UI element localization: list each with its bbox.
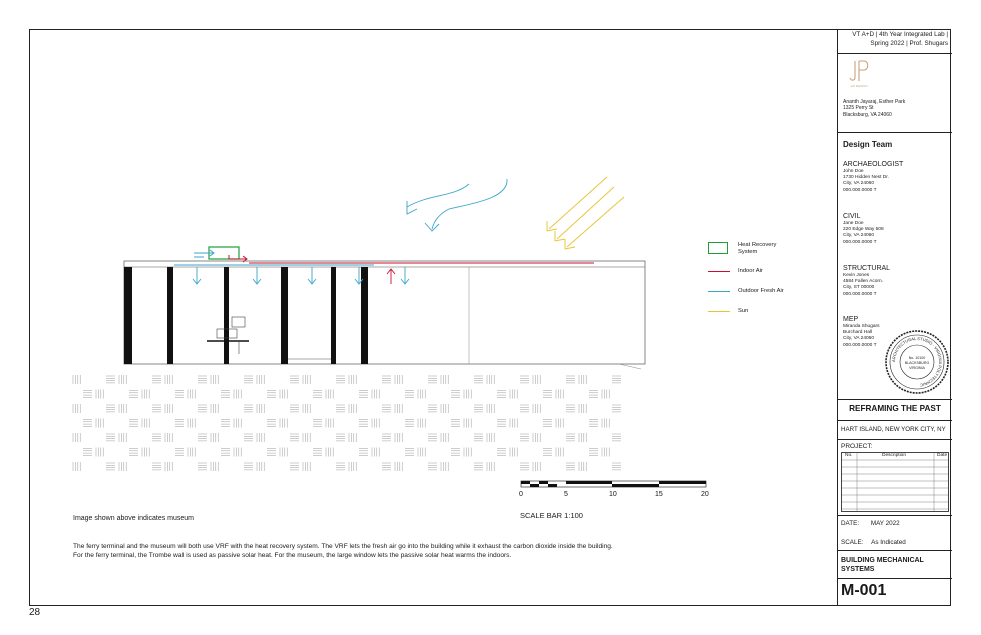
team-line: City, VA 24060 [843, 181, 875, 187]
rev-header-date: Date [937, 453, 948, 458]
legend-label: Outdoor Fresh Air [738, 288, 784, 294]
address-line: Ananth Jayaraj, Esther Park [843, 99, 906, 105]
team-line: City, ST 00000 [843, 285, 875, 291]
address-line: 1325 Perry St [843, 105, 874, 112]
date-value: MAY 2022 [870, 520, 900, 527]
sheet-title-line: SYSTEMS [841, 566, 875, 573]
scale-tick: 20 [701, 491, 709, 498]
project-label: PROJECT: [841, 443, 873, 450]
logo-text: J+P DESIGN [850, 84, 868, 88]
date-label: DATE: [841, 520, 860, 527]
legend-swatch [708, 242, 728, 254]
team-line: 220 Edge Way 508 [843, 227, 884, 233]
team-line: Burchard Hall [843, 330, 873, 336]
scale-bar-label: SCALE BAR 1:100 [520, 511, 583, 520]
team-line: John Doe [843, 169, 864, 174]
scale-bar-graphic [520, 480, 707, 488]
team-line: City, VA 24060 [843, 233, 875, 239]
seal-text: BLACKSBURG [905, 361, 930, 365]
team-line: 1730 Hidden Nest Dr. [843, 175, 889, 181]
wind-arrows [406, 178, 508, 232]
legend-label: Indoor Air [738, 268, 763, 274]
legend-swatch [708, 271, 730, 272]
scale-tick: 5 [564, 491, 568, 498]
sun-rays [546, 176, 625, 250]
revision-table: No. Description Date [841, 452, 949, 512]
scale-label: SCALE: [841, 539, 864, 546]
system-description: The ferry terminal and the museum will b… [73, 542, 673, 560]
description-line: The ferry terminal and the museum will b… [73, 543, 613, 550]
scale-value: As Indicated [871, 539, 906, 546]
design-team-title: Design Team [843, 140, 893, 149]
legend-swatch [708, 291, 730, 292]
duct-lines [174, 246, 594, 266]
team-member-structural: STRUCTURAL Kevin Jones 4584 Fallen Acorn… [843, 264, 890, 298]
drawing-caption: Image shown above indicates museum [73, 515, 195, 522]
team-role: ARCHAEOLOGIST [843, 161, 904, 168]
legend-label: Sun [738, 308, 749, 314]
scale-tick: 15 [655, 491, 663, 498]
page-number: 28 [29, 607, 41, 618]
drawing-sheet [29, 29, 951, 606]
building-section [123, 260, 646, 370]
team-role: MEP [843, 316, 859, 323]
scale-tick: 10 [609, 491, 617, 498]
legend-swatch [708, 311, 730, 312]
seal-text: VIRGINIA [909, 366, 925, 370]
rev-header-description: Description [882, 453, 906, 458]
project-name: REFRAMING THE PAST [849, 404, 941, 413]
team-line: 4584 Fallen Acorn. [843, 279, 884, 285]
team-line: 000.000.0000 T [843, 239, 877, 245]
address-line: Blacksburg, VA 24060 [843, 111, 892, 118]
legend-label: Heat Recovery [738, 242, 777, 248]
revision-grid [842, 453, 948, 511]
legend-label: System [738, 249, 758, 255]
sheet-title-line: BUILDING MECHANICAL [841, 557, 924, 564]
date-field: DATE: MAY 2022 [841, 520, 900, 527]
team-line: Jane Doe [843, 221, 864, 226]
firm-address: Ananth Jayaraj, Esther Park 1325 Perry S… [843, 99, 905, 118]
course-line: VT A+D | 4th Year Integrated Lab | [852, 31, 948, 38]
team-member-civil: CIVIL Jane Doe 220 Edge Way 508 City, VA… [843, 212, 884, 246]
team-line: Kevin Jones [843, 273, 870, 278]
team-line: Miranda Shugars [843, 324, 880, 329]
ground-hatch [72, 375, 621, 471]
jp-design-logo-icon: J+P DESIGN [849, 60, 869, 88]
sheet-number: M-001 [841, 582, 887, 599]
team-role: STRUCTURAL [843, 265, 891, 272]
team-role: CIVIL [843, 213, 861, 220]
team-line: 000.000.0000 T [843, 291, 877, 297]
team-line: 000.000.0000 T [843, 342, 877, 348]
team-line: 000.000.0000 T [843, 187, 877, 193]
section-drawing: 0 5 10 15 20 [72, 176, 709, 498]
project-location: HART ISLAND, NEW YORK CITY, NY [841, 426, 946, 433]
scale-bar-ticks: 0 5 10 15 20 [519, 491, 709, 498]
seal-text: No. 10100 [909, 356, 926, 360]
course-line: Spring 2022 | Prof. Shugars [870, 39, 948, 47]
rev-header-no: No. [845, 453, 853, 458]
scale-field: SCALE: As Indicated [841, 539, 906, 546]
indoor-air-arrow [386, 268, 396, 284]
scale-tick: 0 [519, 491, 523, 498]
course-info: VT A+D | 4th Year Integrated Lab | Sprin… [838, 31, 952, 48]
architect-seal-icon: ARCHITECTURAL STUDIO · VIRGINIA POLYTECH… [885, 330, 949, 394]
team-line: City, VA 24060 [843, 336, 875, 342]
team-member-mep: MEP Miranda Shugars Burchard Hall City, … [843, 315, 880, 349]
team-member-archaeologist: ARCHAEOLOGIST John Doe 1730 Hidden Nest … [843, 160, 903, 194]
title-block: VT A+D | 4th Year Integrated Lab | Sprin… [837, 29, 952, 606]
sheet-title: BUILDING MECHANICAL SYSTEMS [841, 556, 924, 574]
fresh-air-arrows [192, 267, 410, 285]
description-line: For the ferry terminal, the Trombe wall … [73, 552, 512, 559]
